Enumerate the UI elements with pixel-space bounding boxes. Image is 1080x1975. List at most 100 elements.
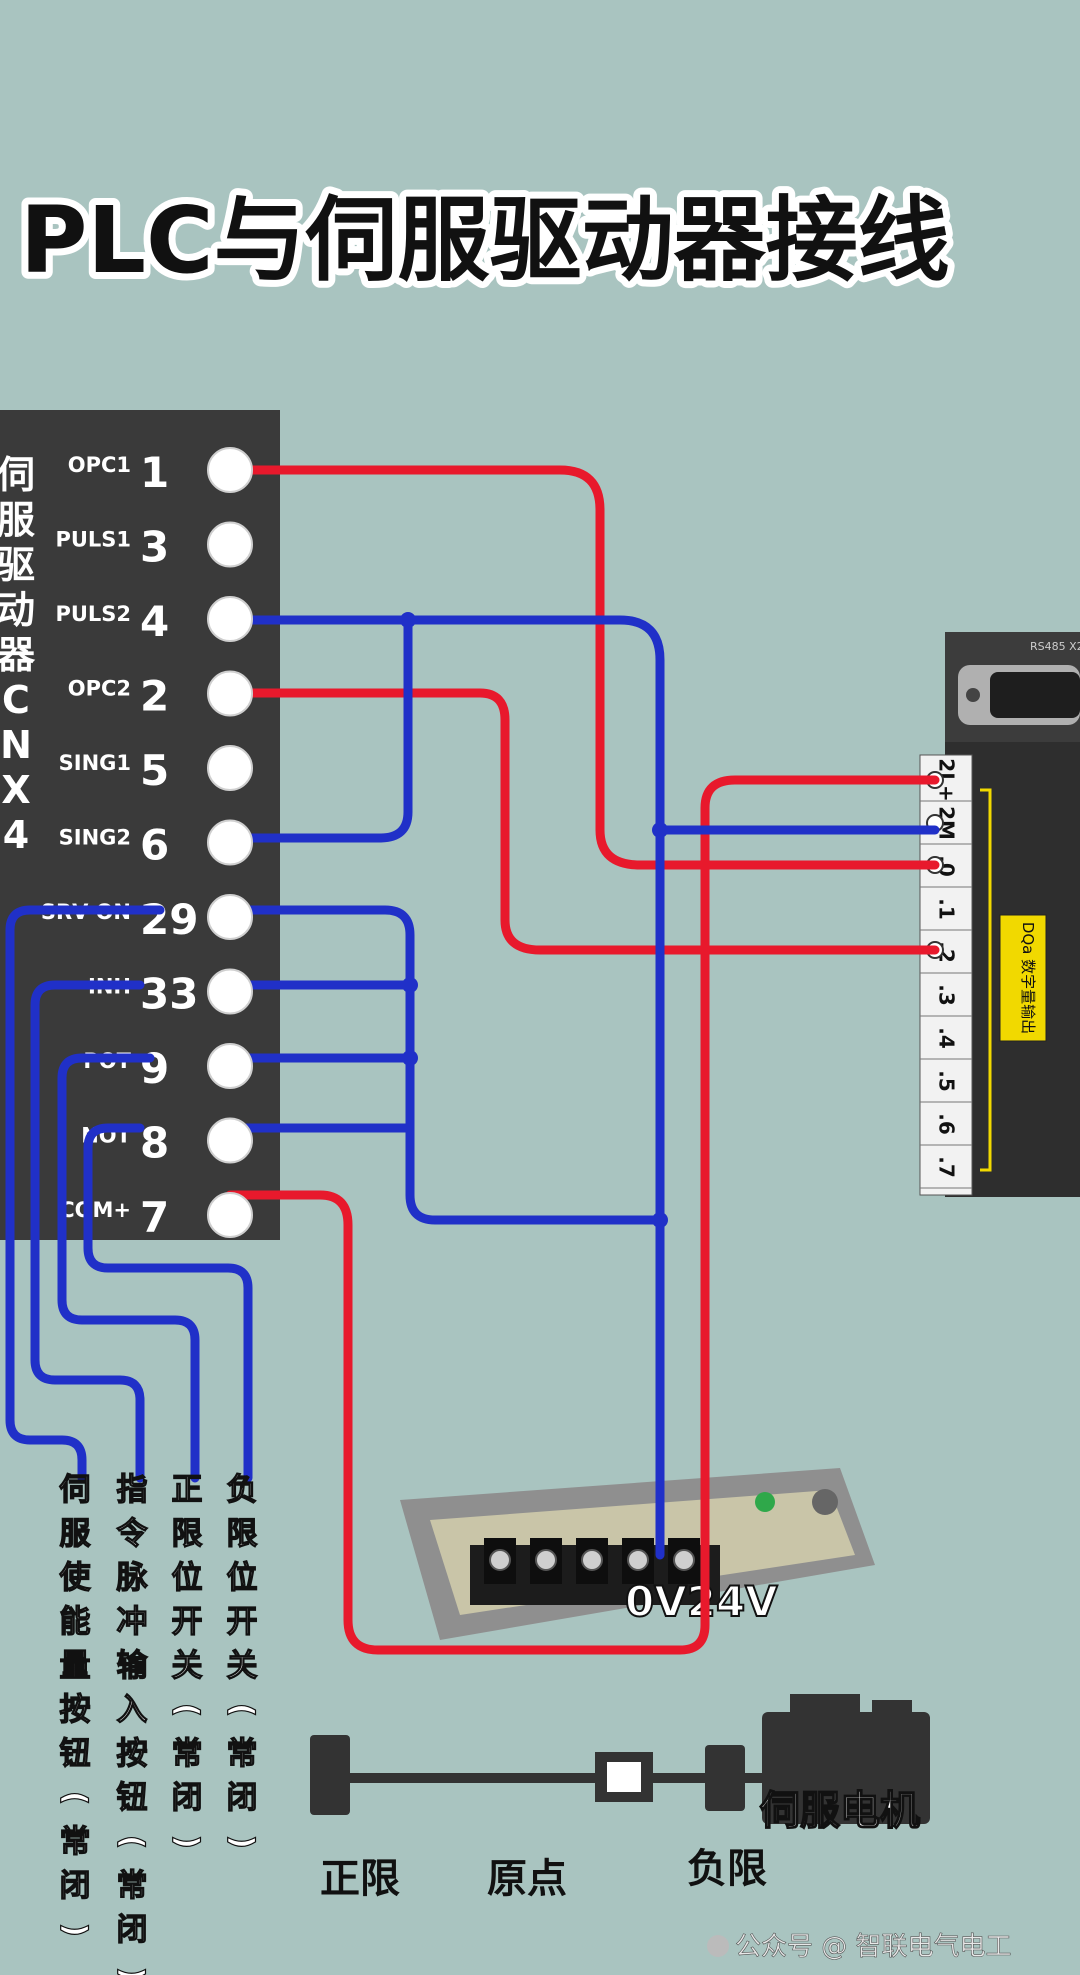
switch-label-char: 开 [227, 1604, 258, 1640]
wire-opc1-to-q0 [225, 465, 940, 870]
switch-label-char: ) [224, 1835, 260, 1849]
terminal-puls2[interactable] [207, 596, 253, 642]
plc-terminal-label: .1 [935, 898, 959, 920]
wire-com-plus-24v [225, 775, 940, 1655]
pin-number-label: 4 [140, 597, 169, 646]
plc-module: RS485 X2 2L+2M.0.1.2.3.4.5.6.7 DQa 数字量输出 [919, 632, 1080, 1197]
switch-label-char: 服 [60, 1516, 91, 1552]
adjust-screw-icon [812, 1489, 838, 1515]
switch-label-char: ) [114, 1967, 150, 1975]
junction-dot [402, 1050, 418, 1066]
terminal-pot[interactable] [207, 1043, 253, 1089]
switch-label-char: 开 [172, 1604, 203, 1640]
terminal-puls1[interactable] [207, 521, 253, 568]
switch-label-char: 闭 [117, 1912, 148, 1948]
driver-side-char: X [1, 768, 30, 812]
plc-terminal-label: .5 [935, 1070, 959, 1092]
neg-limit-label: 负限 [687, 1846, 767, 1892]
driver-side-char: 服 [0, 498, 35, 542]
driver-side-char: N [0, 723, 32, 767]
pin-number-label: 3 [140, 523, 169, 572]
pin-name-label: SING2 [59, 826, 131, 850]
watermark: 公众号 @ 智联电气电工 [735, 1932, 1012, 1962]
pin-name-label: PULS2 [55, 602, 131, 626]
switch-label-char: 令 [117, 1516, 149, 1552]
wechat-icon [707, 1935, 729, 1957]
junctions [400, 612, 668, 1228]
wires [5, 465, 940, 1655]
junction-dot [400, 612, 416, 628]
switch-label-char: ( [169, 1703, 205, 1717]
title-outline: PLC与伺服驱动器接线 [20, 187, 950, 294]
pos-limit-label: 正限 [320, 1856, 400, 1902]
terminal-opc1[interactable] [207, 447, 253, 493]
switch-label-char: 能 [60, 1604, 91, 1640]
ps-terminal-screw[interactable] [535, 1549, 557, 1571]
pin-number-label: 6 [140, 821, 169, 870]
pin-number-label: 9 [140, 1044, 169, 1093]
driver-side-char: 4 [3, 813, 29, 857]
terminal-opc2[interactable] [207, 670, 253, 717]
plc-terminal-label: .7 [935, 1156, 959, 1178]
ps-terminal-screw[interactable] [489, 1549, 511, 1571]
switch-label-char: 闭 [227, 1780, 258, 1816]
pos-limit-block [310, 1735, 350, 1815]
wire-not-switch [83, 1123, 253, 1483]
switch-label-char: 钮 [117, 1780, 148, 1816]
ps-terminal-screw[interactable] [581, 1549, 603, 1571]
wire-puls2-to-0v [225, 615, 665, 1560]
switch-label-char: 限 [172, 1516, 203, 1552]
wire-inh-switch [30, 980, 145, 1483]
plc-terminal-label: .6 [935, 1113, 959, 1135]
switch-label-char: ( [224, 1703, 260, 1717]
switch-label-char: 输 [117, 1648, 149, 1684]
output-label-box [999, 914, 1047, 1042]
pin-name-label: OPC2 [68, 677, 131, 701]
wire-opc2-to-q2 [225, 688, 940, 955]
page-title: PLC与伺服驱动器接线 [20, 187, 950, 294]
terminal-inh[interactable] [207, 968, 253, 1015]
terminal-not[interactable] [207, 1117, 253, 1164]
ps-terminal-screw[interactable] [673, 1549, 695, 1571]
switch-labels: 伺服使能量按钮(常闭)指令脉冲输入按钮(常闭)正限位开关(常闭)负限位开关(常闭… [56, 1471, 260, 1975]
switch-label-char: 量 [60, 1648, 91, 1684]
driver-side-char: 动 [0, 588, 35, 632]
ps-terminal-screw[interactable] [627, 1549, 649, 1571]
terminal-com+[interactable] [207, 1192, 253, 1238]
terminal-sing1[interactable] [207, 745, 253, 791]
power-led-icon [755, 1492, 775, 1512]
junction-dot [402, 977, 418, 993]
pin-number-label: 2 [140, 672, 169, 721]
switch-label-char: 按 [60, 1692, 91, 1728]
switch-label-char: 脉 [117, 1560, 149, 1596]
switch-label-char: 入 [117, 1692, 148, 1728]
junction-dot [652, 822, 668, 838]
terminal-sing2[interactable] [207, 819, 253, 866]
switch-label-char: ) [169, 1835, 205, 1849]
switch-label-char: 关 [227, 1648, 258, 1684]
pin-name-label: COM+ [59, 1198, 131, 1222]
switch-label-char: 常 [227, 1736, 258, 1772]
output-bracket [980, 788, 992, 1172]
switch-label-char: 伺 [59, 1472, 91, 1508]
pin-name-label: SING1 [59, 751, 131, 775]
terminal-srv-on[interactable] [207, 894, 253, 940]
plc-output-label: DQa 数字量输出 [1019, 922, 1037, 1034]
origin-label: 原点 [487, 1856, 567, 1902]
switch-label-char: ( [57, 1791, 93, 1805]
screw-icon [966, 688, 980, 702]
wire-srvon-switch [5, 905, 165, 1483]
switch-label-char: 指 [117, 1472, 148, 1508]
pin-number-label: 5 [140, 746, 169, 795]
switch-label-char: 按 [117, 1736, 148, 1772]
switch-label-char: 常 [60, 1824, 91, 1860]
switch-label-char: 钮 [60, 1736, 91, 1772]
pin-name-label: PULS1 [55, 528, 131, 552]
wire-pot-switch [57, 1053, 200, 1483]
pin-number-label: 8 [140, 1119, 169, 1168]
motion-rail: 正限 原点 负限 伺服电机 [310, 1694, 930, 1902]
